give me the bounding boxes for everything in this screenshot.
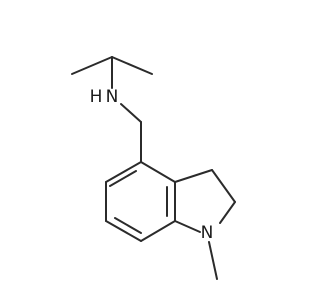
bond-isopropyl-methyl-left — [71, 56, 113, 75]
bond-nh-ch2 — [120, 103, 142, 123]
atom-label-nh: N — [106, 87, 119, 107]
bond-n1-c7a — [174, 220, 201, 233]
atom-label-ring-n: N — [201, 223, 214, 243]
bond-ring-c3a-c4 — [140, 161, 176, 183]
bond-isopropyl-methyl-right — [111, 56, 153, 75]
bond-c3a-c3 — [174, 169, 213, 183]
bond-c2-n1 — [219, 201, 236, 224]
bond-ring-c5-c5-inner — [109, 170, 137, 187]
bond-ring-c7-c7a — [140, 220, 176, 242]
molecule-diagram: H N N — [71, 56, 236, 280]
atom-label-h: H — [90, 87, 103, 107]
bond-ring-c4-c5 — [105, 161, 142, 183]
bond-n1-methyl — [208, 241, 218, 280]
bond-ring-c6-c7 — [105, 220, 142, 242]
bond-ring-c6-c7-inner — [114, 217, 142, 234]
bond-c3-c2 — [211, 169, 236, 203]
